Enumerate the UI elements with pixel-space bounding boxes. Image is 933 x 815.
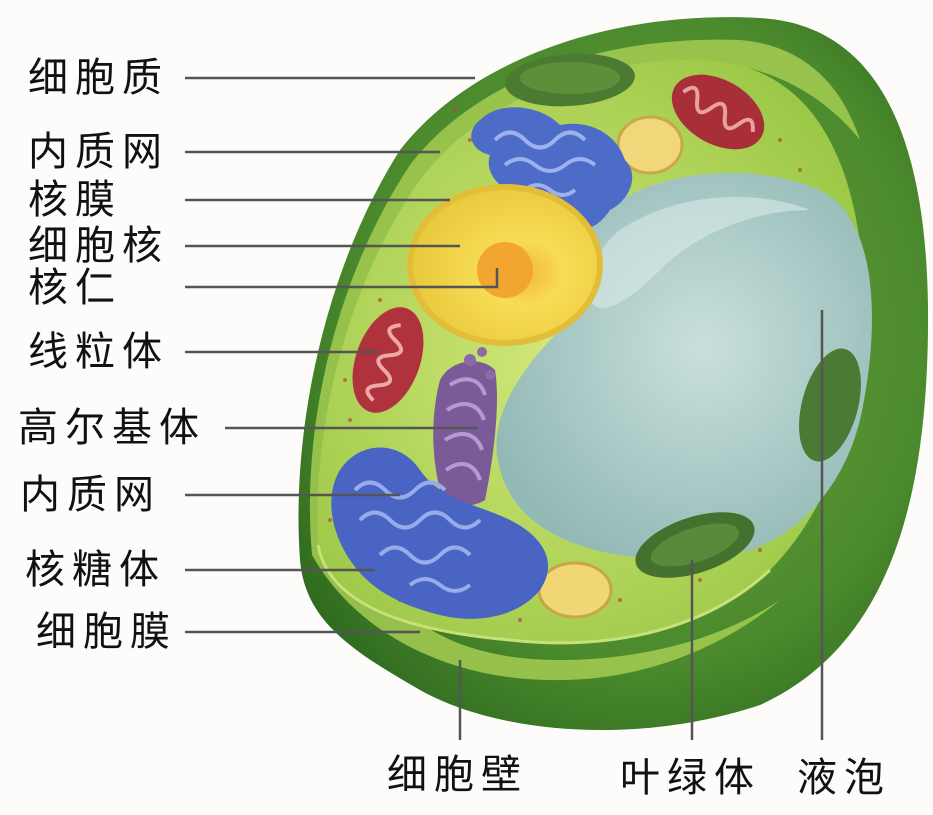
label-ribosome: 核糖体 <box>25 550 166 590</box>
label-nucleus: 细胞核 <box>28 226 169 266</box>
label-chloroplast: 叶绿体 <box>620 758 761 798</box>
label-cell-membrane: 细胞膜 <box>36 612 177 652</box>
label-nucleolus: 核仁 <box>28 268 122 308</box>
nucleolus <box>477 242 533 298</box>
label-cytoplasm: 细胞质 <box>28 58 169 98</box>
vesicle-bottom <box>539 563 611 617</box>
label-nuclear-membrane: 核膜 <box>28 180 122 220</box>
label-er-top: 内质网 <box>28 132 169 172</box>
chloroplast-top-inner <box>520 62 620 94</box>
label-er-bottom: 内质网 <box>20 475 161 515</box>
label-cell-wall: 细胞壁 <box>387 755 528 795</box>
label-golgi: 高尔基体 <box>18 408 206 448</box>
label-mitochondrion: 线粒体 <box>28 332 169 372</box>
label-vacuole: 液泡 <box>797 758 891 798</box>
